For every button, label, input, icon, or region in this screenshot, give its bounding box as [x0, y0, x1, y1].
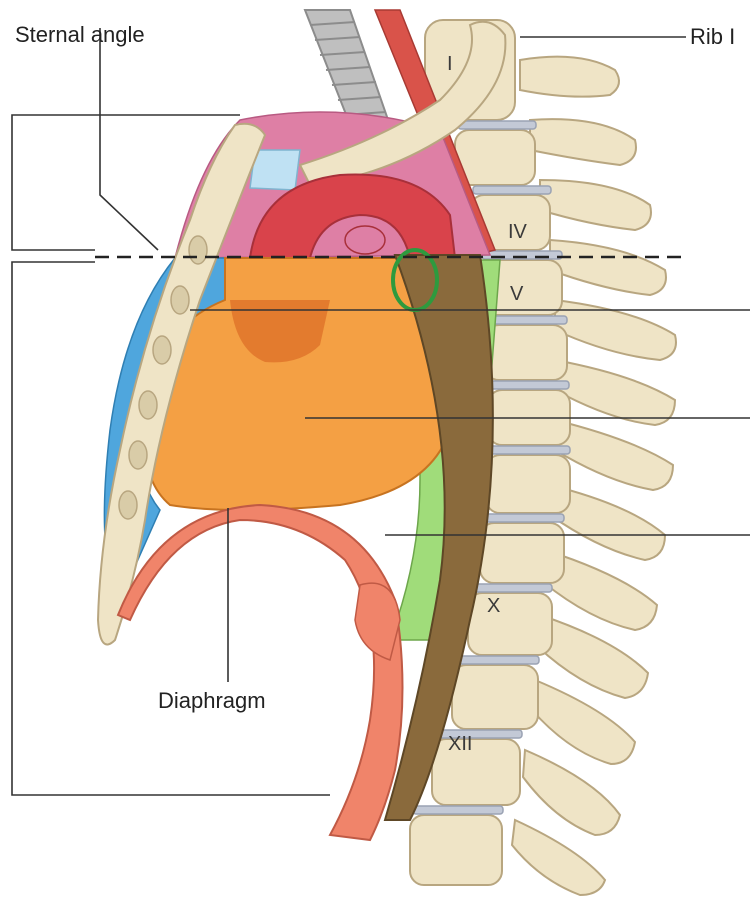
diaphragm-label: Diaphragm	[158, 688, 266, 713]
sternal-angle-label: Sternal angle	[15, 22, 145, 47]
vertebra-label-iv: IV	[508, 221, 528, 243]
vertebra-label-xii: XII	[448, 733, 472, 755]
sternal-angle-leader	[100, 28, 158, 250]
pulmonary-trunk	[345, 226, 385, 254]
rib-1-label: Rib I	[690, 24, 735, 49]
diaphragm-crus	[355, 583, 400, 660]
diaphragm	[118, 505, 403, 840]
vertebra-label-i: I	[447, 53, 453, 75]
vertebra-label-x: X	[487, 595, 500, 617]
vertebra-label-v: V	[510, 283, 524, 305]
